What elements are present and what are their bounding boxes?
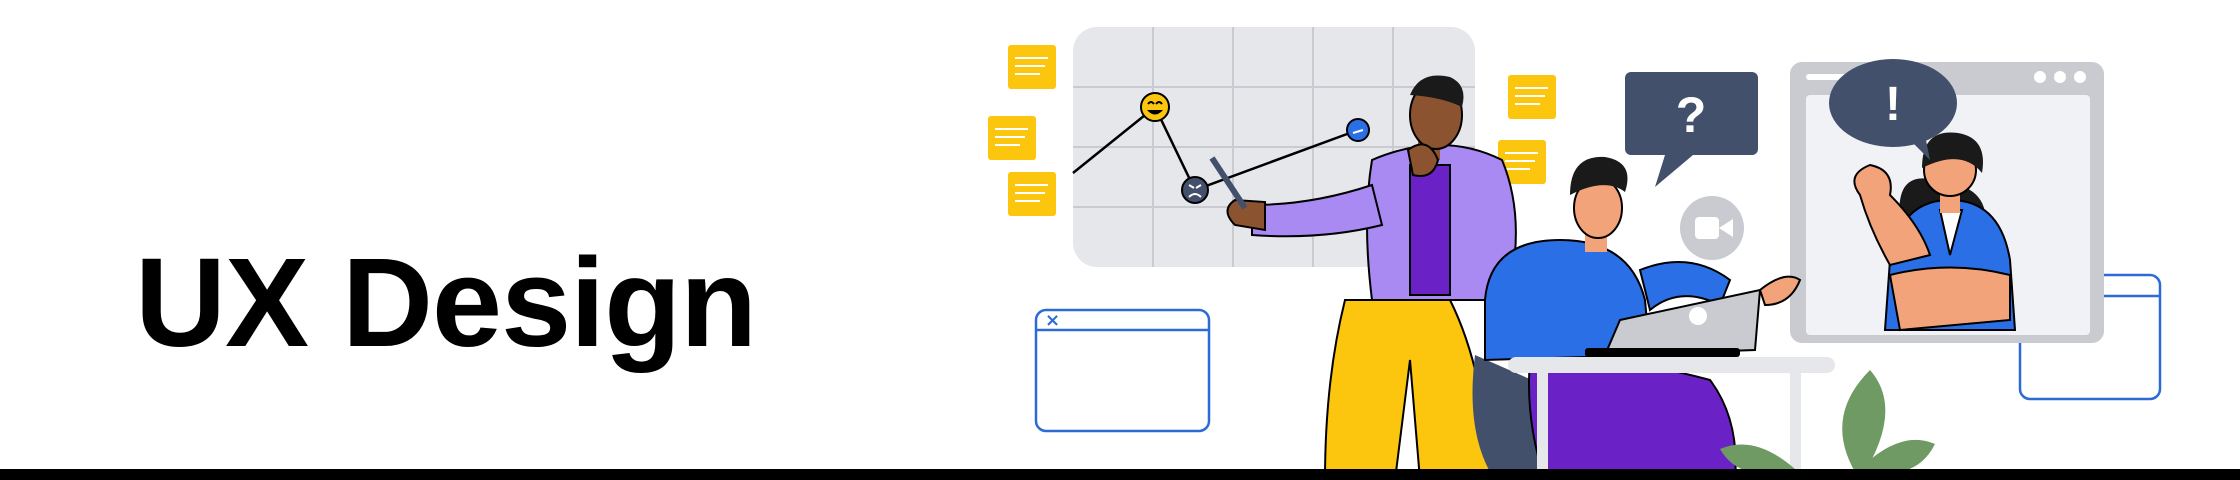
question-text: ? xyxy=(1676,87,1707,143)
exclamation-bubble-icon: ! xyxy=(1829,59,1957,160)
happy-face-icon xyxy=(1140,92,1170,122)
outline-window-left: × xyxy=(1034,308,1211,433)
woman-on-call xyxy=(1853,132,2017,332)
video-camera-icon xyxy=(1680,196,1744,260)
window-close-icon: × xyxy=(1045,310,1060,331)
sad-face-icon xyxy=(1181,176,1209,204)
bottom-bar xyxy=(0,469,2240,480)
question-bubble-icon: ? xyxy=(1625,72,1758,187)
plant-icon xyxy=(1720,370,1935,480)
sticky-notes-right xyxy=(1498,75,1556,184)
page-title: UX Design xyxy=(135,232,757,373)
sticky-notes-left xyxy=(988,45,1056,216)
neutral-face-icon xyxy=(1346,118,1370,142)
exclamation-text: ! xyxy=(1885,78,1901,131)
seated-man xyxy=(1472,156,1802,480)
desk xyxy=(1508,357,1835,469)
presenter-man xyxy=(1209,75,1517,480)
